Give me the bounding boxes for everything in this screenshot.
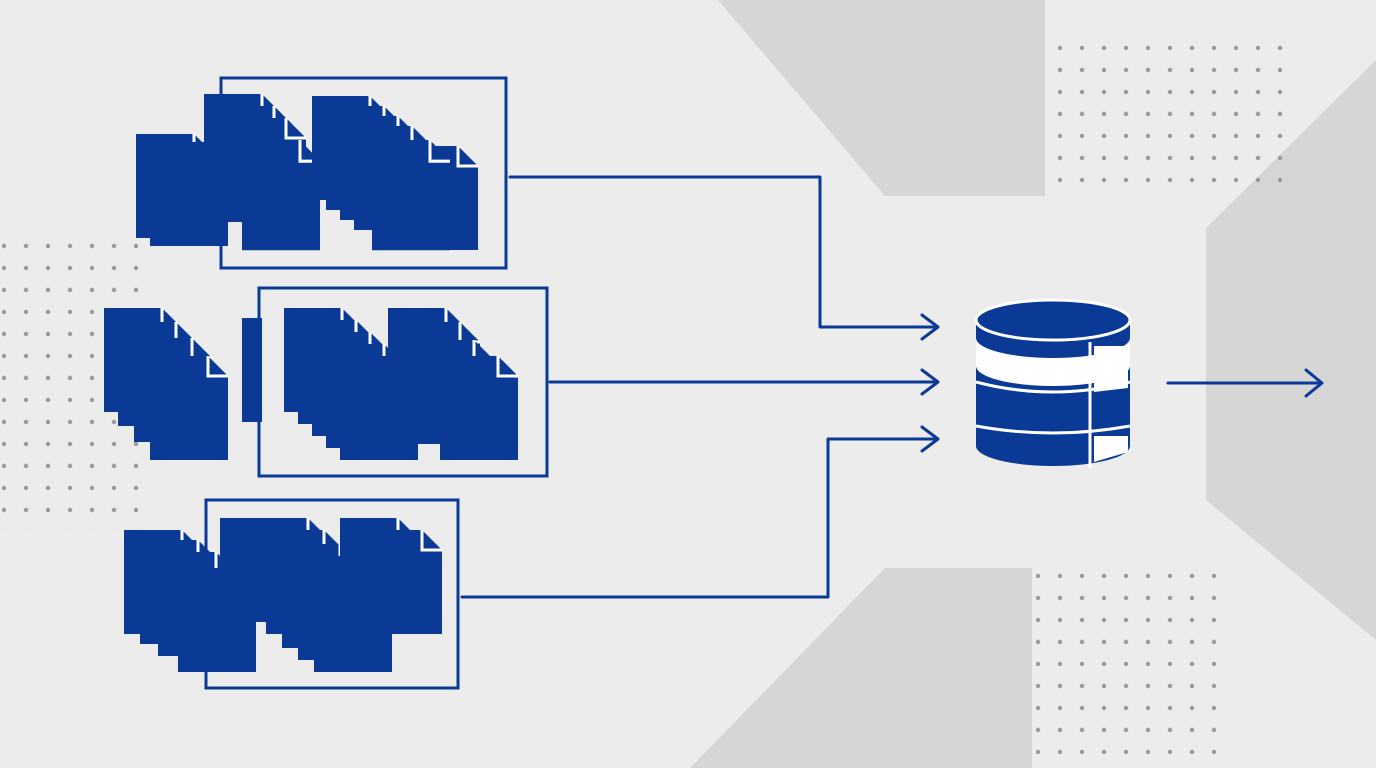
arrowhead [920,313,940,341]
document-stack-icon [134,92,480,252]
connectors [460,175,940,599]
arrowhead [920,425,940,453]
document-stack-icon [102,306,520,462]
connector-1 [508,175,936,329]
document-group-3 [122,498,460,690]
arrow-right-icon [1166,368,1324,398]
document-stack-icon [122,516,444,674]
database-icon [974,298,1132,468]
document-group-2 [102,286,549,478]
document-group-1 [134,76,508,270]
arrowhead [920,368,940,396]
connector-3 [460,437,936,599]
